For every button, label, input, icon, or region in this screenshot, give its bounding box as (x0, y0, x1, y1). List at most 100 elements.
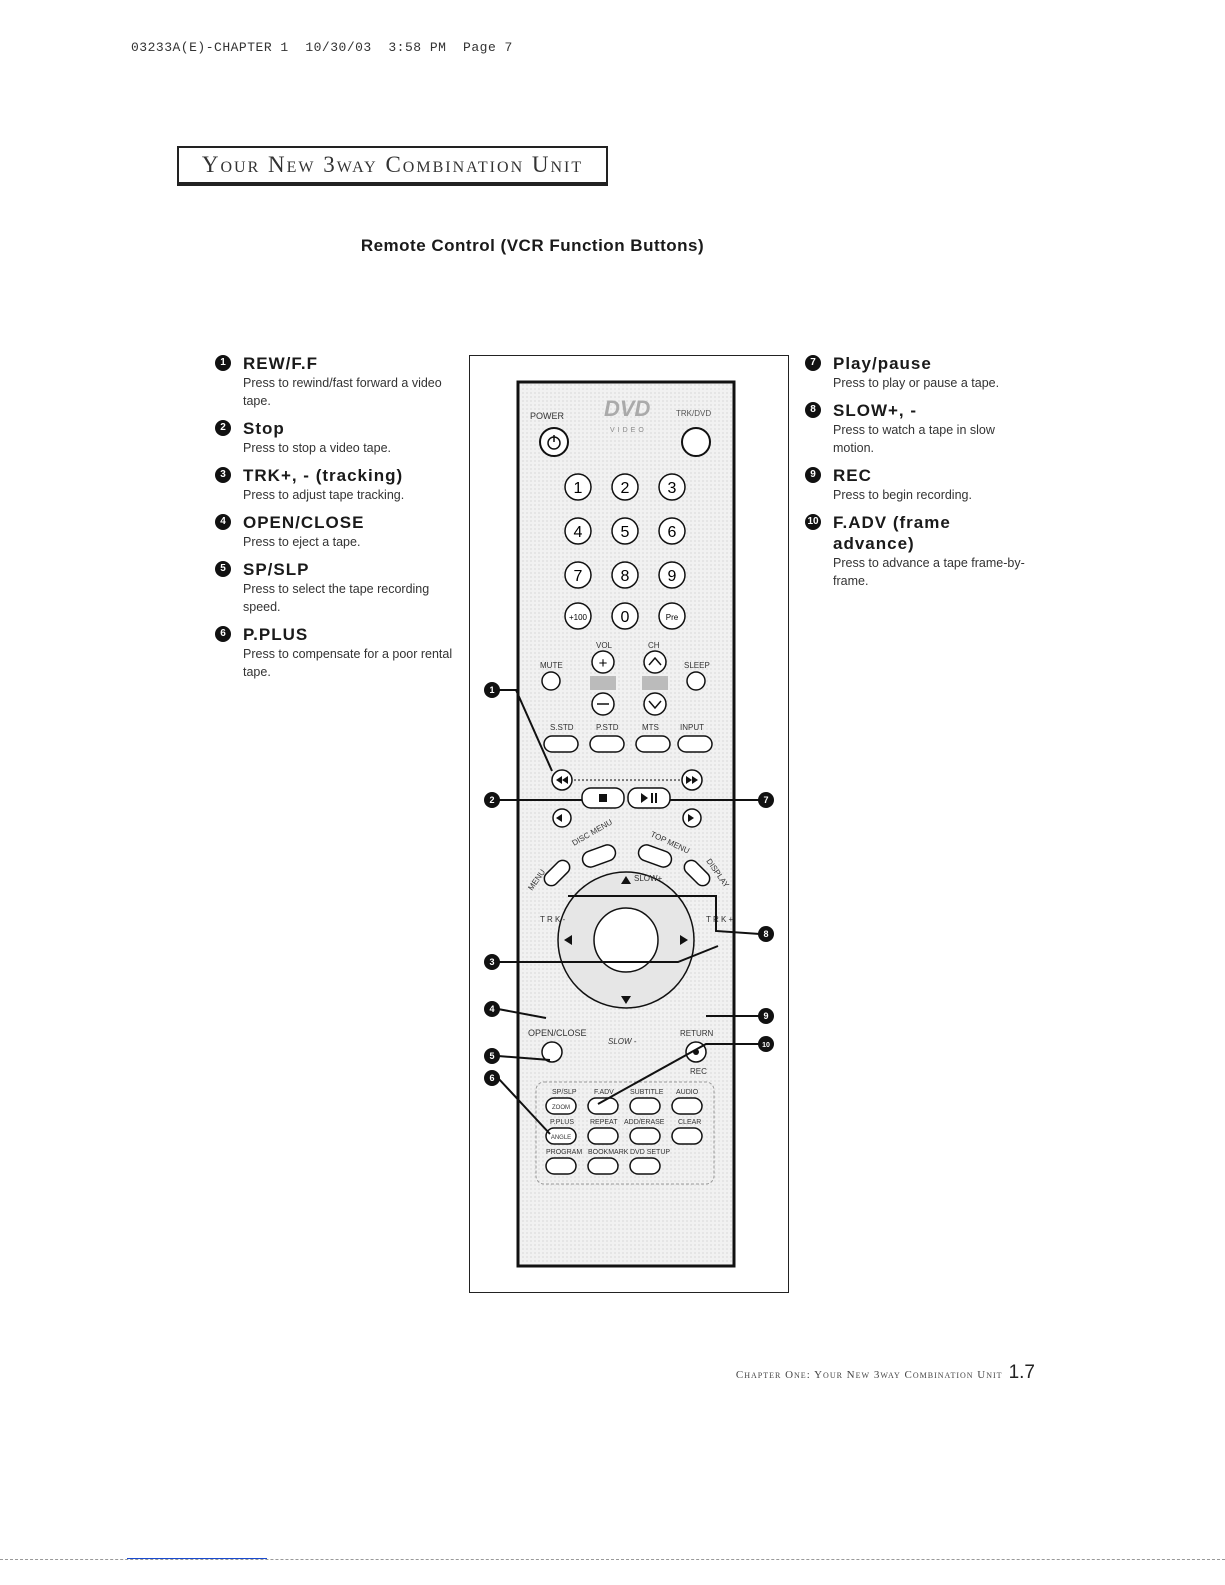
entry-desc: Press to adjust tape tracking. (243, 488, 405, 502)
open-close-label: OPEN/CLOSE (528, 1028, 587, 1038)
entry-desc: Press to compensate for a poor rental ta… (243, 647, 453, 679)
digit-label: 1 (574, 480, 583, 497)
callout-number: 5 (215, 561, 231, 577)
slow-minus-label: SLOW - (608, 1037, 637, 1046)
sp-slp-label: SP/SLP (552, 1089, 577, 1096)
p-std-button[interactable] (589, 735, 625, 753)
callout-marker (484, 954, 500, 970)
digit-button[interactable] (611, 561, 639, 589)
callout-marker-label: 7 (763, 795, 768, 805)
callout-marker-label: 6 (489, 1073, 494, 1083)
mts-label: MTS (642, 723, 659, 732)
play-pause-button[interactable] (627, 787, 671, 809)
digit-label: 0 (621, 609, 630, 626)
entry-desc: Press to begin recording. (833, 488, 972, 502)
dvd-logo-sub: VIDEO (610, 427, 647, 434)
mute-label: MUTE (540, 661, 563, 670)
plus100-button[interactable] (564, 602, 592, 630)
audio-label: AUDIO (676, 1089, 699, 1096)
right-legend: 7 Play/pause Press to play or pause a ta… (805, 353, 1035, 598)
bottom-rule (0, 1559, 1225, 1560)
plus-icon: + (599, 655, 608, 672)
mts-button[interactable] (635, 735, 671, 753)
clear-button[interactable] (671, 1127, 703, 1145)
nav-right-icon (680, 935, 688, 945)
bookmark-button[interactable] (587, 1157, 619, 1175)
digit-button[interactable] (611, 473, 639, 501)
callout-marker (758, 1008, 774, 1024)
nav-up-icon (621, 876, 631, 884)
repeat-button[interactable] (587, 1127, 619, 1145)
top-menu-button[interactable] (636, 843, 673, 870)
repeat-label: REPEAT (590, 1119, 618, 1126)
trk-dvd-label: TRK/DVD (676, 409, 711, 418)
callout-number: 2 (215, 420, 231, 436)
callout-lines (497, 689, 761, 1135)
digit-label: 5 (621, 524, 630, 541)
legend-entry-trk: 3 TRK+, - (tracking) Press to adjust tap… (215, 465, 455, 504)
pre-ch-button[interactable] (658, 602, 686, 630)
digit-pad: 1 2 3 4 5 6 7 8 9 +100 0 Pre (564, 473, 686, 630)
entry-desc: Press to rewind/fast forward a video tap… (243, 376, 442, 408)
sp-slp-button[interactable] (545, 1097, 577, 1115)
menu-button[interactable] (541, 857, 572, 888)
entry-desc: Press to select the tape recording speed… (243, 582, 430, 614)
digit-label: 2 (621, 480, 630, 497)
digit-button[interactable] (564, 561, 592, 589)
dvd-setup-button[interactable] (629, 1157, 661, 1175)
skip-forward-icon (688, 814, 694, 822)
callout-marker (758, 926, 774, 942)
enter-button[interactable] (593, 907, 659, 973)
ch-label: CH (648, 641, 660, 650)
ch-up-button[interactable] (643, 650, 667, 674)
display-button[interactable] (681, 857, 712, 888)
open-close-button[interactable] (541, 1041, 563, 1063)
callout-number: 7 (805, 355, 821, 371)
section-title: Remote Control (VCR Function Buttons) (360, 236, 705, 255)
vol-bar (590, 676, 616, 690)
callout-marker-label: 9 (763, 1011, 768, 1021)
callout-marker (484, 1070, 500, 1086)
mute-button[interactable] (541, 671, 561, 691)
callout-marker (484, 1001, 500, 1017)
entry-desc: Press to watch a tape in slow motion. (833, 423, 995, 455)
digit-button[interactable] (564, 517, 592, 545)
audio-button[interactable] (671, 1097, 703, 1115)
vol-up-button[interactable] (591, 650, 615, 674)
entry-title: OPEN/CLOSE (243, 513, 365, 532)
digit-button[interactable] (658, 473, 686, 501)
rewind-icon (556, 776, 562, 784)
f-adv-label: F.ADV (594, 1089, 614, 1096)
disc-menu-button[interactable] (580, 843, 617, 870)
subtitle-button[interactable] (629, 1097, 661, 1115)
digit-button[interactable] (658, 561, 686, 589)
digit-button[interactable] (611, 602, 639, 630)
s-std-button[interactable] (543, 735, 579, 753)
chevron-up-icon (648, 656, 662, 666)
s-std-label: S.STD (550, 723, 574, 732)
ch-down-button[interactable] (643, 692, 667, 716)
callout-number: 4 (215, 514, 231, 530)
sleep-button[interactable] (686, 671, 706, 691)
legend-entry-slow: 8 SLOW+, - Press to watch a tape in slow… (805, 400, 1035, 457)
f-adv-button[interactable] (587, 1097, 619, 1115)
remote-control-illustration: POWER DVD VIDEO TRK/DVD 1 2 3 4 5 6 7 8 … (484, 380, 774, 1268)
ch-bar (642, 676, 668, 690)
digit-button[interactable] (564, 473, 592, 501)
digit-button[interactable] (658, 517, 686, 545)
digit-label: 7 (574, 568, 583, 585)
add-erase-button[interactable] (629, 1127, 661, 1145)
digit-label: 3 (668, 480, 677, 497)
trk-dvd-button[interactable] (681, 427, 711, 457)
input-button[interactable] (677, 735, 713, 753)
p-plus-button[interactable] (545, 1127, 577, 1145)
digit-button[interactable] (611, 517, 639, 545)
program-button[interactable] (545, 1157, 577, 1175)
legend-entry-rec: 9 REC Press to begin recording. (805, 465, 1035, 504)
digit-label: 9 (668, 568, 677, 585)
footer-text: Chapter One: Your New 3way Combination U… (735, 1369, 1003, 1381)
stop-icon (599, 794, 607, 802)
callout-marker-label: 5 (489, 1051, 494, 1061)
digit-label: 4 (574, 524, 583, 541)
subtitle-label: SUBTITLE (630, 1089, 664, 1096)
